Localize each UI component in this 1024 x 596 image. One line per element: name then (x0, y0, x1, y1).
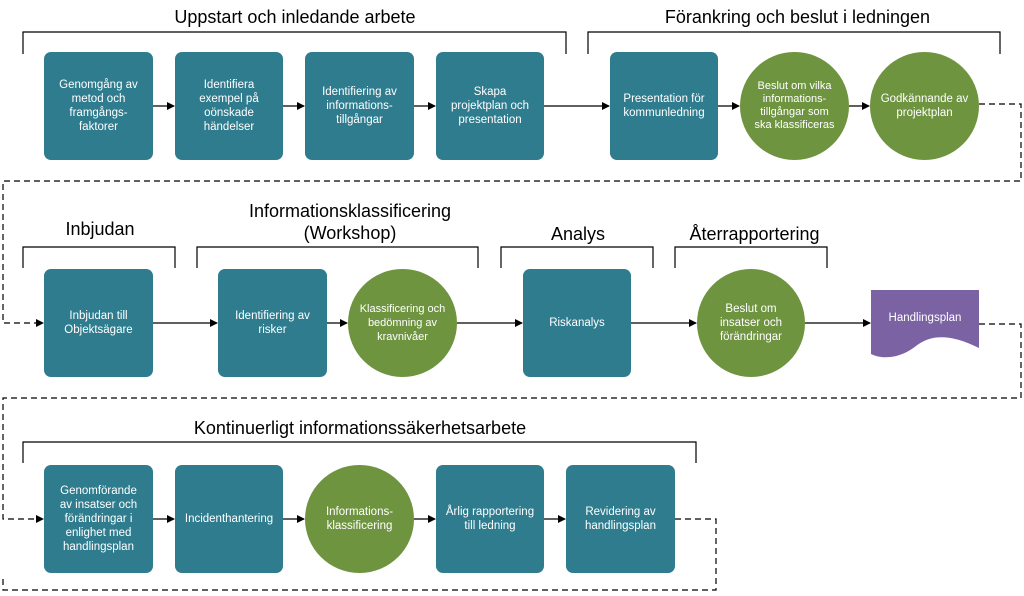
bracket-informationsklassificering (196, 246, 479, 268)
heading-uppstart: Uppstart och inledande arbete (174, 7, 416, 27)
step-presentation: Presentation för kommunledning (610, 52, 718, 160)
decision-beslut-insatser: Beslut om insatser och förändringar (697, 269, 805, 377)
bracket-forankring (587, 31, 1001, 54)
bracket-kontinuerligt (22, 441, 697, 463)
heading-inbjudan: Inbjudan (65, 219, 135, 239)
heading-informationsklassificering: Informationsklassificering (Workshop) (248, 201, 452, 243)
step-genomgang: Genomgång av metod och framgångs- faktor… (44, 52, 153, 160)
bracket-inbjudan (22, 246, 176, 268)
bracket-analys (500, 246, 654, 268)
bracket-uppstart (22, 31, 567, 54)
step-identifiering-risker: Identifiering av risker (218, 269, 327, 377)
bracket-aterrapportering (674, 246, 828, 268)
document-label: Handlingsplan (888, 312, 962, 324)
heading-forankring: Förankring och beslut i ledningen (664, 7, 931, 27)
step-riskanalys: Riskanalys (523, 269, 631, 377)
document-shape (871, 290, 979, 358)
step-incidenthantering: Incidenthantering (175, 465, 283, 573)
step-identifiera-exempel: Identifiera exempel på oönskade händelse… (175, 52, 283, 160)
step-skapa-projektplan: Skapa projektplan och presentation (436, 52, 544, 160)
heading-aterrapportering: Återrapportering (689, 224, 820, 244)
step-arlig-rapportering: Årlig rapportering till ledning (436, 465, 544, 573)
step-revidering: Revidering av handlingsplan (566, 465, 675, 573)
dashed-row-connector (2, 323, 1022, 520)
step-genomforande: Genomförande av insatser och förändringa… (44, 465, 153, 573)
dashed-row-connector (2, 103, 1022, 324)
step-identifiering-tillgangar: Identifiering av informations- tillgånga… (305, 52, 414, 160)
dashed-row-connector (2, 518, 717, 591)
decision-klassificering-bedomning: Klassificering och bedömning av kravnivå… (348, 269, 457, 377)
decision-godkannande: Godkännande av projektplan (870, 52, 979, 160)
document-handlingsplan: Handlingsplan (871, 290, 979, 360)
step-inbjudan: Inbjudan till Objektsägare (44, 269, 153, 377)
dashed-arrowhead (36, 319, 44, 327)
heading-analys: Analys (550, 224, 606, 244)
heading-kontinuerligt: Kontinuerligt informationssäkerhetsarbet… (193, 418, 527, 438)
decision-informationsklassificering: Informations- klassificering (305, 465, 414, 573)
decision-beslut-tillgangar: Beslut om vilka informations- tillgångar… (740, 52, 849, 160)
dashed-arrowhead (36, 515, 44, 523)
